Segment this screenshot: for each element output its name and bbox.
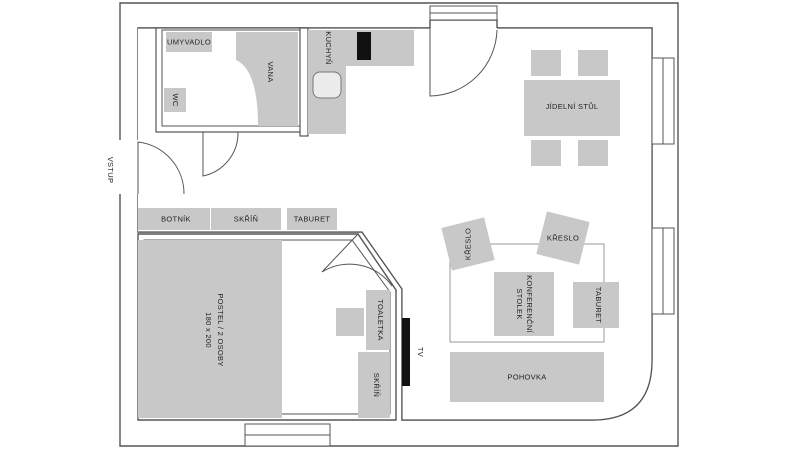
bed-label: POSTEL / 2 OSOBY: [216, 293, 225, 366]
stove-icon: [357, 32, 371, 60]
doors: [137, 28, 498, 287]
sink: [166, 32, 212, 52]
sink-label: UMYVADLO: [167, 38, 211, 47]
sofa-label: POHOVKA: [507, 373, 546, 382]
bathtub-label: VANA: [266, 61, 275, 82]
dining-chair-bottom-left: [531, 140, 561, 166]
dresser: [366, 290, 390, 350]
living-stool-label: TABURET: [594, 287, 603, 324]
armchair-right-label: KŘESLO: [547, 234, 579, 243]
toilet: [164, 88, 186, 112]
dresser-stool: [336, 308, 364, 336]
tv-label: TV: [416, 347, 425, 357]
bedroom-wardrobe-label: SKŘÍŇ: [372, 373, 381, 397]
bed-mattress: [160, 268, 282, 418]
hallway-wardrobe-label: SKŘÍŇ: [234, 215, 258, 224]
dining-table: [524, 80, 620, 136]
windows: [118, 5, 675, 447]
coffee-table: [494, 272, 554, 336]
armchair-left-label: KŘESLO: [464, 228, 473, 260]
kitchen-label: KUCHYŇ: [324, 31, 333, 64]
bedroom-door-icon: [321, 233, 393, 287]
dining-chair-bottom-right: [578, 140, 608, 166]
bathtub: [236, 32, 298, 126]
entrance-door-icon: [137, 141, 185, 195]
bed-size-label: 180 x 200: [204, 312, 213, 348]
entrance-opening: [118, 140, 140, 194]
entrance-label: VSTUP: [106, 157, 115, 184]
kitchen-wall: [299, 27, 309, 137]
kitchen-sink-icon: [312, 71, 342, 99]
armchair-left: KŘESLO: [441, 217, 495, 271]
shoe-cabinet: [138, 208, 210, 230]
sofa: [450, 352, 604, 402]
coffee-table-label-line1: KONFERENČNÍ: [525, 275, 534, 334]
bedroom-wardrobe: [358, 352, 390, 418]
dresser-label: TOALETKA: [376, 299, 385, 340]
kitchen-counter-top: [346, 30, 414, 66]
shoe-cabinet-label: BOTNÍK: [161, 215, 191, 224]
balcony-door-icon: [429, 28, 498, 97]
living-stool: [573, 282, 619, 328]
hallway-stool: [287, 208, 337, 230]
tv-unit: [402, 318, 410, 386]
armchair-right: KŘESLO: [536, 211, 590, 265]
dining-table-label: JÍDELNÍ STŮL: [546, 102, 599, 111]
hallway-stool-label: TABURET: [294, 215, 331, 224]
toilet-label: WC: [171, 93, 180, 106]
coffee-table-label-line2: STOLEK: [515, 288, 524, 319]
hallway-wardrobe: [211, 208, 281, 230]
dining-chair-top-right: [578, 50, 608, 76]
dining-chair-top-left: [531, 50, 561, 76]
bathroom-door-icon: [202, 131, 239, 177]
